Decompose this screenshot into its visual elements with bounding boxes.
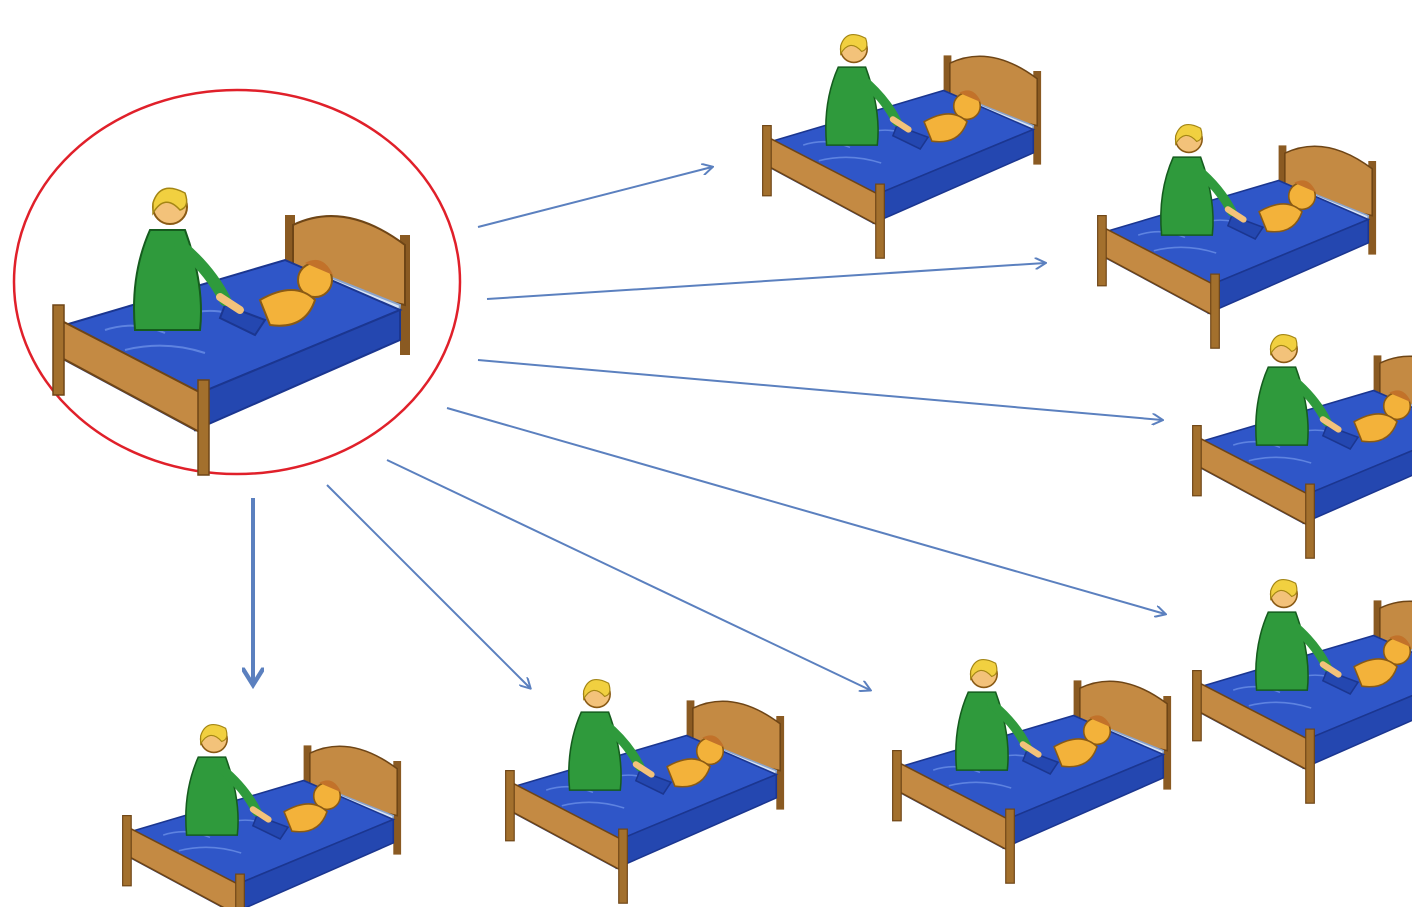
arrow-to-scene-6 (327, 485, 530, 688)
target-scene-4 (1193, 580, 1412, 804)
arrow-to-scene-1 (478, 167, 712, 227)
arrow-to-scene-4 (447, 408, 1165, 614)
target-scene-7 (123, 725, 401, 907)
target-scene-2 (1098, 125, 1376, 349)
arrow-to-scene-3 (478, 360, 1162, 420)
arrow-to-scene-2 (487, 263, 1045, 299)
target-scene-1 (763, 35, 1041, 259)
target-scene-5 (893, 660, 1171, 884)
source-nurse-scene (53, 188, 410, 475)
arrow-to-scene-5 (387, 460, 870, 690)
target-scene-3 (1193, 335, 1412, 559)
target-scene-6 (506, 680, 784, 904)
